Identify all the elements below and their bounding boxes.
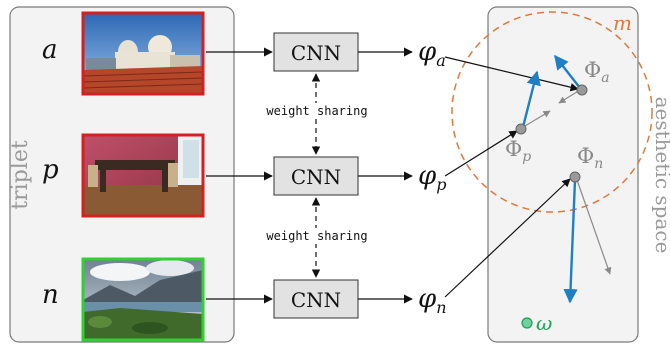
row-label-n: n — [42, 280, 59, 310]
cnn-label: CNN — [291, 41, 341, 65]
aesthetic-panel — [487, 6, 639, 343]
row-label-p: p — [42, 155, 59, 185]
phi-a-point-label: Φa — [584, 58, 610, 86]
weight-sharing-label-1: weight sharing — [266, 104, 367, 118]
push-arrow-n — [576, 179, 612, 275]
omega-label: ω — [536, 311, 552, 335]
triplet-side-label: triplet — [8, 140, 33, 210]
margin-label: m — [613, 11, 632, 35]
cnn-box-a: CNN — [273, 32, 359, 72]
point-a — [576, 84, 588, 96]
weight-sharing-label-2: weight sharing — [266, 229, 367, 243]
point-n — [569, 171, 581, 183]
dining-room-photo — [81, 133, 205, 218]
cnn-box-p: CNN — [273, 156, 359, 196]
update-arrow-a — [554, 54, 581, 89]
phi-n-output: φn — [418, 284, 447, 317]
pull-arrow-p — [524, 110, 551, 127]
phi-n-point-label: Φn — [577, 144, 603, 172]
update-arrow-p — [521, 70, 541, 128]
rooftops-photo — [81, 11, 205, 96]
phi-p-point-label: Φp — [505, 137, 531, 165]
pull-arrow-a — [558, 89, 581, 104]
phi-p-output: φp — [418, 161, 446, 194]
update-arrow-n — [563, 179, 578, 304]
omega-marker — [521, 317, 533, 329]
cnn-label: CNN — [291, 288, 341, 312]
cnn-box-n: CNN — [273, 279, 359, 319]
aesthetic-side-label: aesthetic space — [651, 97, 670, 254]
row-label-a: a — [42, 35, 58, 65]
cnn-label: CNN — [291, 165, 341, 189]
phi-a-output: φa — [418, 37, 446, 70]
mountain-lake-photo — [81, 257, 205, 342]
point-p — [515, 123, 527, 135]
margin-circle — [451, 11, 653, 213]
